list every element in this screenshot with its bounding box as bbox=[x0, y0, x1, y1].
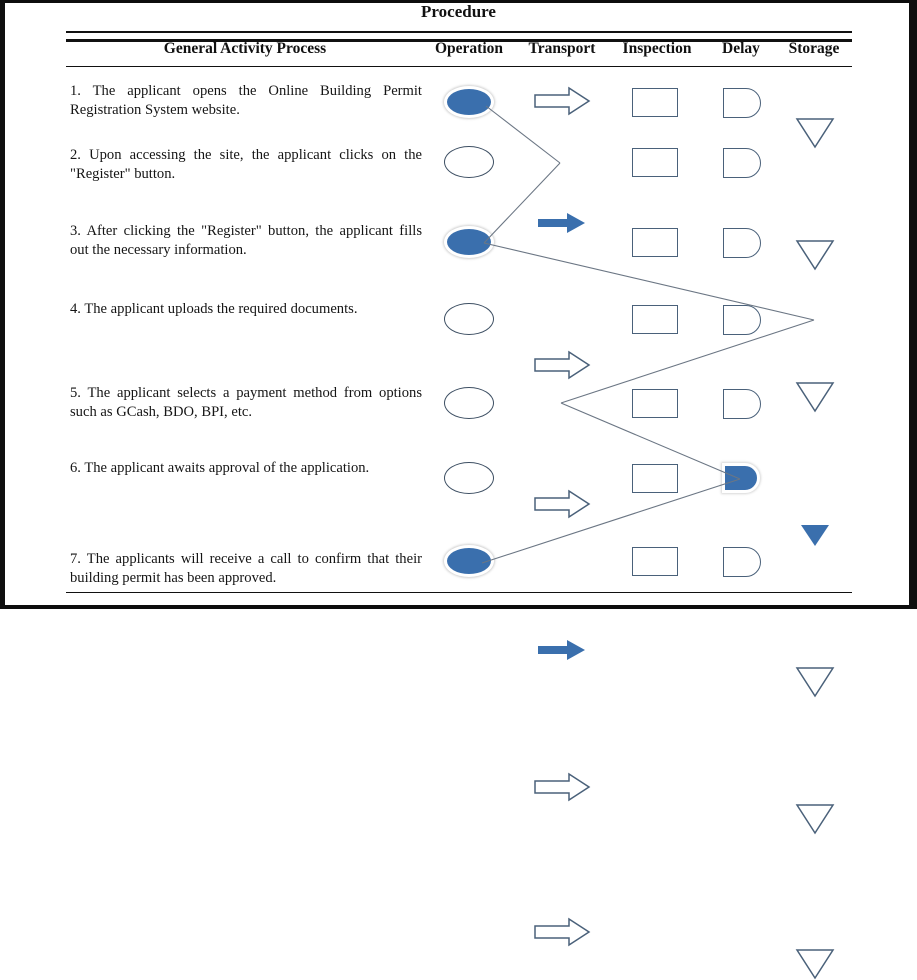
scan-edge-right bbox=[909, 0, 917, 609]
table-row: 1. The applicant opens the Online Buildi… bbox=[70, 83, 422, 118]
scan-edge-bottom bbox=[0, 605, 917, 609]
row5-storage-symbol[interactable] bbox=[795, 666, 835, 698]
row2-delay-symbol[interactable] bbox=[723, 148, 761, 178]
row2-transport-symbol[interactable] bbox=[533, 208, 591, 238]
row1-operation-symbol[interactable] bbox=[444, 86, 494, 118]
header-double-rule bbox=[66, 31, 852, 42]
column-header-activity: General Activity Process bbox=[163, 40, 327, 57]
row6-operation-symbol[interactable] bbox=[444, 462, 494, 494]
row3-transport-symbol[interactable] bbox=[533, 350, 591, 380]
scan-edge-left bbox=[0, 0, 5, 609]
row7-operation-symbol[interactable] bbox=[444, 545, 494, 577]
row5-delay-symbol[interactable] bbox=[723, 389, 761, 419]
row2-storage-symbol[interactable] bbox=[795, 239, 835, 271]
row4-delay-symbol[interactable] bbox=[723, 305, 761, 335]
table-row: 5. The applicant selects a payment metho… bbox=[70, 385, 422, 420]
row1-transport-symbol[interactable] bbox=[533, 86, 591, 116]
row5-inspection-symbol[interactable] bbox=[632, 389, 678, 418]
row7-transport-symbol[interactable] bbox=[533, 917, 591, 947]
row3-inspection-symbol[interactable] bbox=[632, 228, 678, 257]
table-row: 4. The applicant uploads the required do… bbox=[70, 301, 358, 317]
row6-storage-symbol[interactable] bbox=[795, 803, 835, 835]
row3-storage-symbol[interactable] bbox=[795, 381, 835, 413]
column-header-delay: Delay bbox=[722, 40, 760, 57]
column-headers: General Activity Process Operation Trans… bbox=[0, 40, 917, 64]
footer-rule bbox=[66, 592, 852, 593]
column-header-transport: Transport bbox=[528, 40, 596, 57]
row2-operation-symbol[interactable] bbox=[444, 146, 494, 178]
row3-delay-symbol[interactable] bbox=[723, 228, 761, 258]
column-header-inspection: Inspection bbox=[622, 40, 692, 57]
row6-delay-symbol[interactable] bbox=[722, 463, 760, 493]
row5-operation-symbol[interactable] bbox=[444, 387, 494, 419]
process-rows: 1. The applicant opens the Online Buildi… bbox=[70, 83, 835, 980]
table-row: 3. After clicking the "Register" button,… bbox=[70, 223, 422, 258]
row7-storage-symbol[interactable] bbox=[795, 948, 835, 980]
row2-inspection-symbol[interactable] bbox=[632, 148, 678, 177]
row7-delay-symbol[interactable] bbox=[723, 547, 761, 577]
column-header-storage: Storage bbox=[788, 40, 840, 57]
row4-storage-symbol[interactable] bbox=[795, 519, 835, 553]
column-header-operation: Operation bbox=[434, 40, 504, 57]
row7-inspection-symbol[interactable] bbox=[632, 547, 678, 576]
header-bottom-rule bbox=[66, 66, 852, 67]
row3-operation-symbol[interactable] bbox=[444, 226, 494, 258]
row4-operation-symbol[interactable] bbox=[444, 303, 494, 335]
scan-edge-top bbox=[0, 0, 917, 3]
table-row: 7. The applicants will receive a call to… bbox=[70, 551, 422, 586]
row6-inspection-symbol[interactable] bbox=[632, 464, 678, 493]
table-row: 2. Upon accessing the site, the applican… bbox=[70, 147, 422, 182]
table-row: 6. The applicant awaits approval of the … bbox=[70, 460, 370, 476]
row5-transport-symbol[interactable] bbox=[533, 635, 591, 665]
row4-inspection-symbol[interactable] bbox=[632, 305, 678, 334]
row1-inspection-symbol[interactable] bbox=[632, 88, 678, 117]
page-title: Procedure bbox=[421, 2, 496, 21]
row1-delay-symbol[interactable] bbox=[723, 88, 761, 118]
row6-transport-symbol[interactable] bbox=[533, 772, 591, 802]
row1-storage-symbol[interactable] bbox=[795, 117, 835, 149]
row4-transport-symbol[interactable] bbox=[533, 489, 591, 519]
